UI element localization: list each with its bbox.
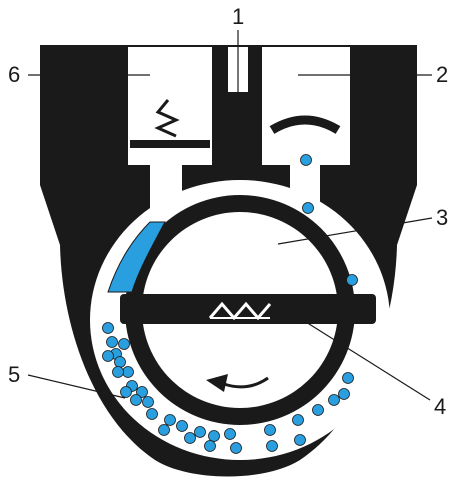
- particle: [146, 408, 158, 420]
- particle: [164, 414, 176, 426]
- particle: [184, 432, 196, 444]
- particle: [338, 388, 350, 400]
- particle: [130, 394, 142, 406]
- callout-1: 1: [232, 4, 244, 29]
- particle-group: [102, 154, 358, 454]
- zigzag-icon: [208, 301, 272, 321]
- particle: [294, 434, 306, 446]
- callout-5: 5: [8, 362, 20, 387]
- particle: [230, 442, 242, 454]
- particle: [120, 386, 132, 398]
- particle: [208, 430, 220, 442]
- particle: [264, 424, 276, 436]
- spring-icon: [130, 99, 210, 148]
- particle: [114, 356, 126, 368]
- left-channel: [150, 160, 182, 220]
- particle: [300, 154, 312, 166]
- particle: [266, 440, 278, 452]
- particle: [342, 372, 354, 384]
- callout-6: 6: [8, 62, 20, 87]
- leader-3: [277, 217, 433, 245]
- particle: [122, 366, 134, 378]
- leader-5: [27, 374, 126, 399]
- callout-4: 4: [434, 394, 446, 419]
- rotation-arrow-icon: [206, 374, 269, 392]
- particle: [224, 428, 236, 440]
- rotor-bar: [120, 294, 376, 324]
- particle: [112, 366, 124, 378]
- callout-2: 2: [436, 62, 448, 87]
- particle: [194, 426, 206, 438]
- particle: [158, 424, 170, 436]
- particle: [176, 420, 188, 432]
- particle: [302, 202, 314, 214]
- callout-3: 3: [436, 205, 448, 230]
- particle: [136, 386, 148, 398]
- particle: [346, 274, 358, 286]
- arc-icon: [269, 115, 341, 134]
- particle: [106, 336, 118, 348]
- particle: [118, 338, 130, 350]
- particle: [312, 404, 324, 416]
- particle: [292, 414, 304, 426]
- particle: [142, 396, 154, 408]
- particle: [102, 322, 114, 334]
- particle: [328, 394, 340, 406]
- particle: [102, 350, 114, 362]
- right-compartment: [262, 47, 350, 165]
- particle: [204, 440, 216, 452]
- seal-wedge: [107, 221, 166, 293]
- leader-4: [289, 311, 431, 401]
